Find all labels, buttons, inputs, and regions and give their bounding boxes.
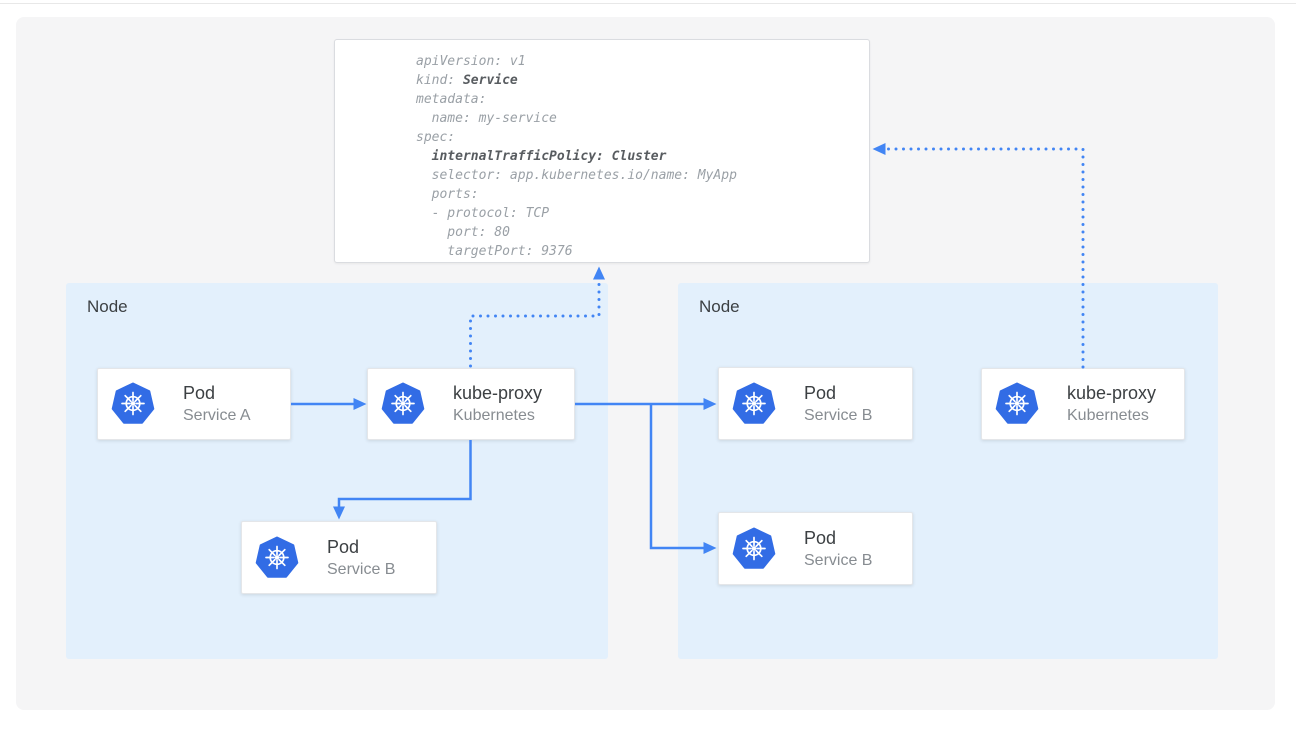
pod-card-service-b-right-bottom: Pod Service B bbox=[718, 512, 913, 585]
yaml-line: - protocol: TCP bbox=[416, 206, 550, 221]
node-label: Node bbox=[87, 297, 128, 316]
card-title: Pod bbox=[183, 383, 216, 403]
yaml-line: selector: app.kubernetes.io/name: MyApp bbox=[416, 168, 737, 183]
pod-card-service-b-left: Pod Service B bbox=[241, 521, 437, 594]
kube-proxy-card-left: kube-proxy Kubernetes bbox=[367, 368, 575, 440]
yaml-line: metadata: bbox=[416, 92, 487, 107]
yaml-line: spec: bbox=[416, 130, 456, 145]
pod-card-service-b-right-top: Pod Service B bbox=[718, 367, 913, 440]
node-label: Node bbox=[699, 297, 740, 316]
card-subtitle: Service B bbox=[327, 560, 396, 578]
card-subtitle: Service B bbox=[804, 406, 873, 424]
top-divider bbox=[0, 3, 1296, 4]
yaml-line: kind: Service bbox=[416, 73, 518, 88]
kubernetes-logo-icon bbox=[732, 527, 776, 569]
yaml-line: targetPort: 9376 bbox=[416, 244, 573, 259]
kubernetes-logo-icon bbox=[255, 536, 299, 578]
card-subtitle: Service A bbox=[183, 407, 251, 424]
card-subtitle: Kubernetes bbox=[1067, 407, 1149, 424]
yaml-line: port: 80 bbox=[416, 225, 510, 240]
kubernetes-logo-icon bbox=[995, 382, 1039, 424]
service-yaml-code: apiVersion: v1 kind: Service metadata: n… bbox=[416, 52, 861, 261]
card-title: Pod bbox=[327, 536, 360, 557]
pod-card-service-a: Pod Service A bbox=[97, 368, 291, 440]
card-title: Pod bbox=[804, 382, 837, 403]
card-subtitle: Service B bbox=[804, 551, 873, 569]
node-box-right: Node bbox=[678, 283, 1218, 659]
kubernetes-logo-icon bbox=[381, 382, 425, 424]
yaml-line: internalTrafficPolicy: Cluster bbox=[431, 149, 667, 164]
kubernetes-logo-icon bbox=[111, 382, 155, 424]
kubernetes-logo-icon bbox=[732, 382, 776, 424]
kube-proxy-card-right: kube-proxy Kubernetes bbox=[981, 368, 1185, 440]
card-subtitle: Kubernetes bbox=[453, 407, 535, 424]
yaml-line: name: my-service bbox=[416, 111, 557, 126]
card-title: Pod bbox=[804, 527, 837, 548]
card-title: kube-proxy bbox=[1067, 383, 1157, 403]
card-title: kube-proxy bbox=[453, 383, 543, 403]
yaml-line: ports: bbox=[416, 187, 479, 202]
node-box-left: Node bbox=[66, 283, 608, 659]
yaml-line: apiVersion: v1 bbox=[416, 54, 526, 69]
service-yaml-card: apiVersion: v1 kind: Service metadata: n… bbox=[334, 39, 870, 263]
